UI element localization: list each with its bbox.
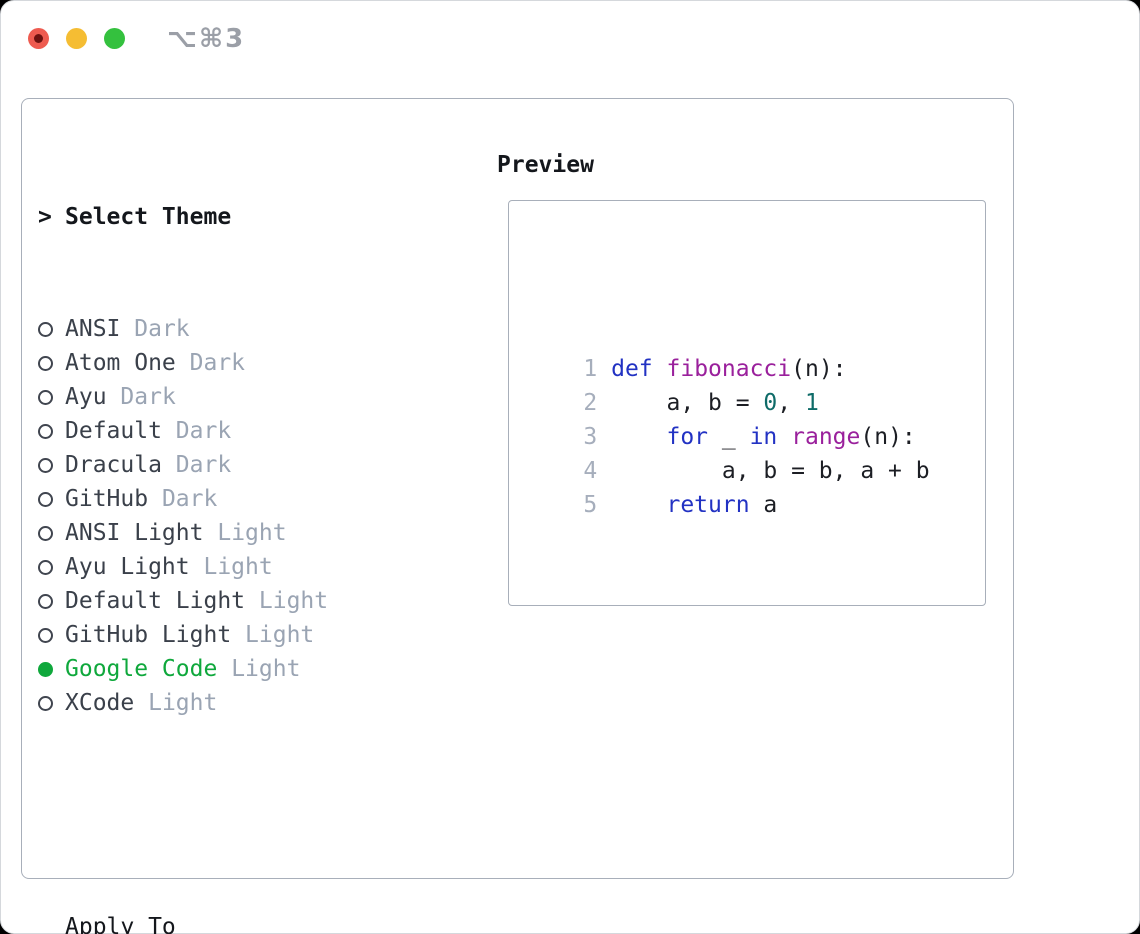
theme-name: Dracula — [65, 452, 162, 478]
radio-icon — [38, 559, 53, 575]
close-button[interactable] — [28, 28, 49, 49]
theme-option[interactable]: Atom One Dark — [38, 346, 426, 380]
theme-name: GitHub — [65, 486, 149, 512]
select-theme-header: > Select Theme — [38, 200, 426, 234]
code-line: 1 def fibonacci(n): — [528, 318, 985, 382]
theme-variant: Light — [203, 554, 273, 580]
theme-name: Atom One — [65, 350, 176, 376]
theme-option[interactable]: XCode Light — [38, 686, 426, 720]
theme-panel: > Select Theme ANSI Dark Atom One Dark A… — [21, 98, 1014, 934]
theme-name: ANSI — [65, 316, 121, 342]
theme-variant: Light — [231, 656, 301, 682]
theme-option[interactable]: ANSI Dark — [38, 312, 426, 346]
diff-block: 1 This is a context line. 2 - This line … — [528, 590, 985, 605]
radio-icon — [38, 593, 53, 609]
theme-name: Google Code — [65, 656, 218, 682]
theme-option[interactable]: Ayu Dark — [38, 380, 426, 414]
theme-name: ANSI Light — [65, 520, 204, 546]
theme-option[interactable]: Default Dark — [38, 414, 426, 448]
select-theme-title: Select Theme — [65, 204, 232, 230]
apply-to-title: Apply To — [65, 914, 176, 934]
theme-name: Default Light — [65, 588, 246, 614]
radio-icon — [38, 661, 53, 677]
theme-column: > Select Theme ANSI Dark Atom One Dark A… — [38, 148, 426, 934]
radio-icon — [38, 525, 53, 541]
code-line: 2 a, b = 0, 1 — [528, 352, 985, 416]
close-dot-icon — [34, 34, 43, 43]
code-text: a, b = 0, 1 — [611, 390, 819, 416]
radio-icon — [38, 389, 53, 405]
line-number: 2 — [583, 390, 612, 416]
theme-list: ANSI Dark Atom One Dark Ayu Dark Default… — [38, 312, 426, 720]
radio-icon — [38, 627, 53, 643]
theme-variant: Dark — [134, 316, 190, 342]
code-text: for _ in range(n): — [666, 424, 916, 450]
theme-variant: Dark — [120, 384, 176, 410]
code-block: 1 def fibonacci(n): 2 a, b = 0, 1 3 for … — [528, 318, 985, 518]
theme-variant: Dark — [175, 418, 232, 444]
theme-variant: Dark — [161, 486, 218, 512]
code-line: 5 return a — [528, 454, 985, 518]
window-shortcut-label: ⌥⌘3 — [167, 24, 246, 54]
radio-icon — [38, 321, 53, 337]
theme-name: Ayu Light — [65, 554, 190, 580]
code-line: 3 for _ in range(n): — [528, 386, 985, 450]
theme-option[interactable]: GitHub Light Light — [38, 618, 426, 652]
theme-name: Default — [65, 418, 162, 444]
theme-option[interactable]: Ayu Light Light — [38, 550, 426, 584]
theme-variant: Light — [148, 690, 218, 716]
theme-option[interactable]: ANSI Light Light — [38, 516, 426, 550]
theme-name: GitHub Light — [65, 622, 232, 648]
code-text: a, b = b, a + b — [611, 458, 930, 484]
radio-icon — [38, 457, 53, 473]
line-number: 1 — [583, 356, 612, 382]
apply-to-header: Apply To — [38, 910, 426, 934]
theme-name: Ayu — [65, 384, 107, 410]
preview-box: 1 def fibonacci(n): 2 a, b = 0, 1 3 for … — [508, 200, 986, 606]
line-number: 4 — [583, 458, 612, 484]
code-text: def fibonacci(n): — [611, 356, 847, 382]
minimize-button[interactable] — [66, 28, 87, 49]
theme-variant: Light — [217, 520, 287, 546]
theme-variant: Light — [245, 622, 315, 648]
theme-name: XCode — [65, 690, 135, 716]
radio-icon — [38, 695, 53, 711]
theme-option[interactable]: Dracula Dark — [38, 448, 426, 482]
focus-caret: > — [38, 204, 52, 230]
code-text: return a — [666, 492, 778, 518]
theme-option[interactable]: Default Light Light — [38, 584, 426, 618]
code-preview: 1 def fibonacci(n): 2 a, b = 0, 1 3 for … — [528, 250, 985, 605]
theme-option[interactable]: Google Code Light — [38, 652, 426, 686]
theme-variant: Dark — [189, 350, 246, 376]
diff-line: 1 This is a context line. — [528, 590, 985, 605]
theme-variant: Light — [258, 588, 329, 614]
radio-icon — [38, 423, 53, 439]
theme-variant: Dark — [175, 452, 232, 478]
preview-title: Preview — [497, 152, 594, 178]
line-number: 5 — [583, 492, 612, 518]
radio-icon — [38, 355, 53, 371]
radio-icon — [38, 491, 53, 507]
code-line: 4 a, b = b, a + b — [528, 420, 985, 484]
zoom-button[interactable] — [104, 28, 125, 49]
line-number: 3 — [583, 424, 612, 450]
spacer — [38, 798, 426, 832]
theme-option[interactable]: GitHub Dark — [38, 482, 426, 516]
